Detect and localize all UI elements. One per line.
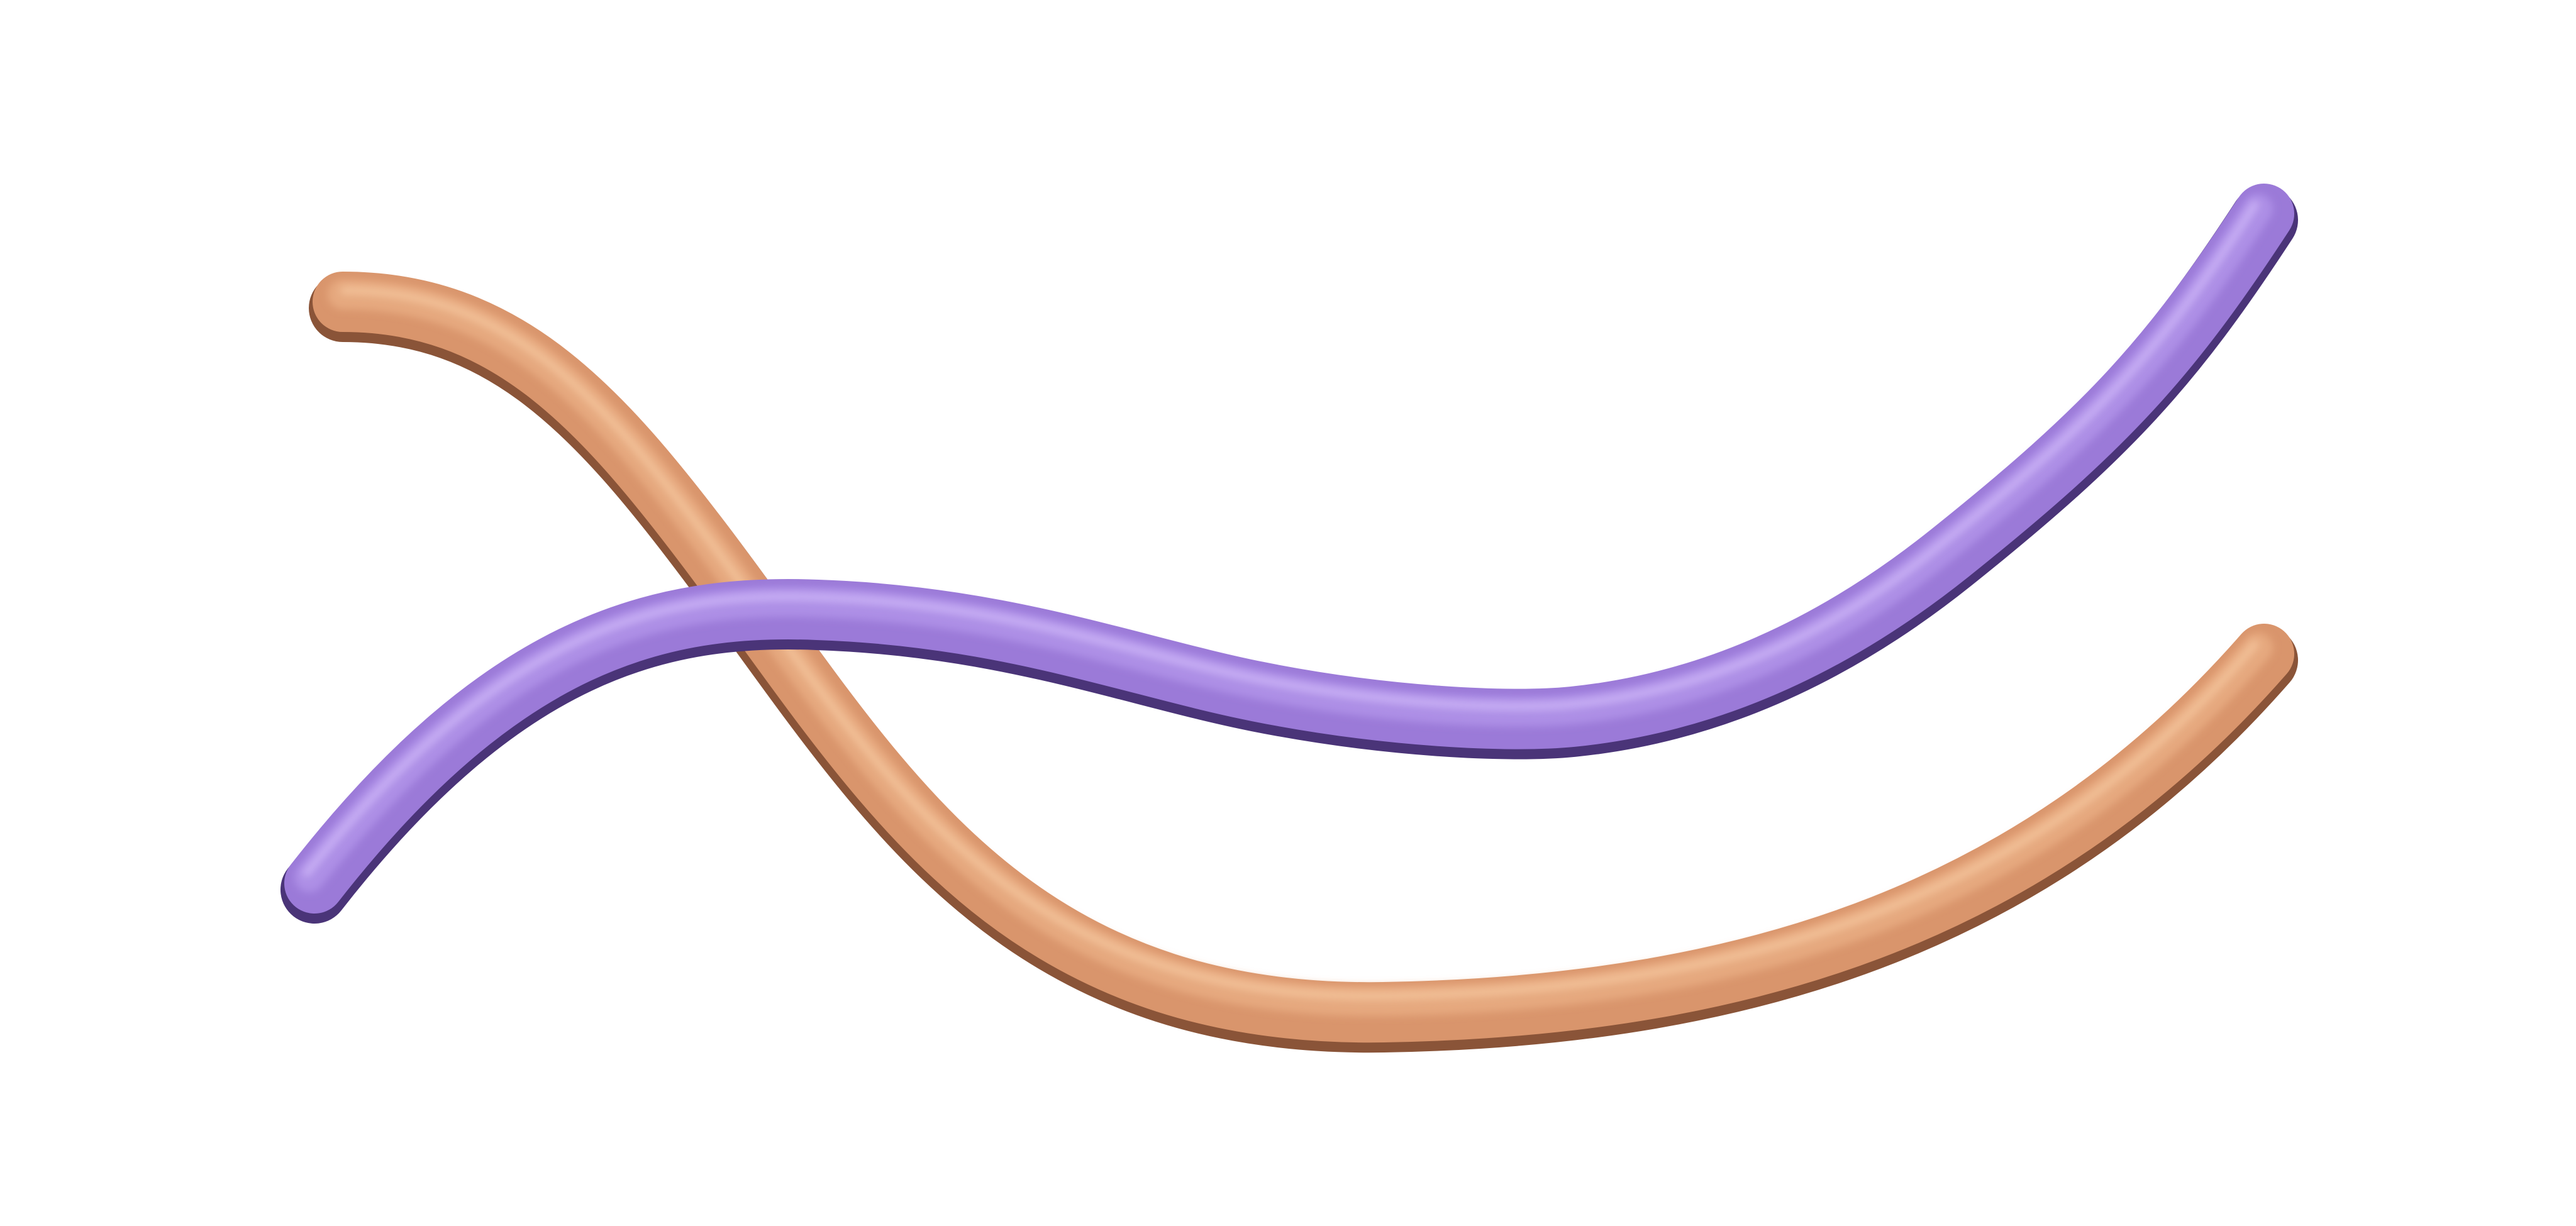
purple-tube-midtone — [294, 194, 2273, 892]
purple-tube-highlight — [303, 201, 2259, 877]
purple-tube — [280, 184, 2298, 924]
orange-tube-highlight — [340, 286, 2259, 1001]
orange-tube — [309, 272, 2298, 1053]
